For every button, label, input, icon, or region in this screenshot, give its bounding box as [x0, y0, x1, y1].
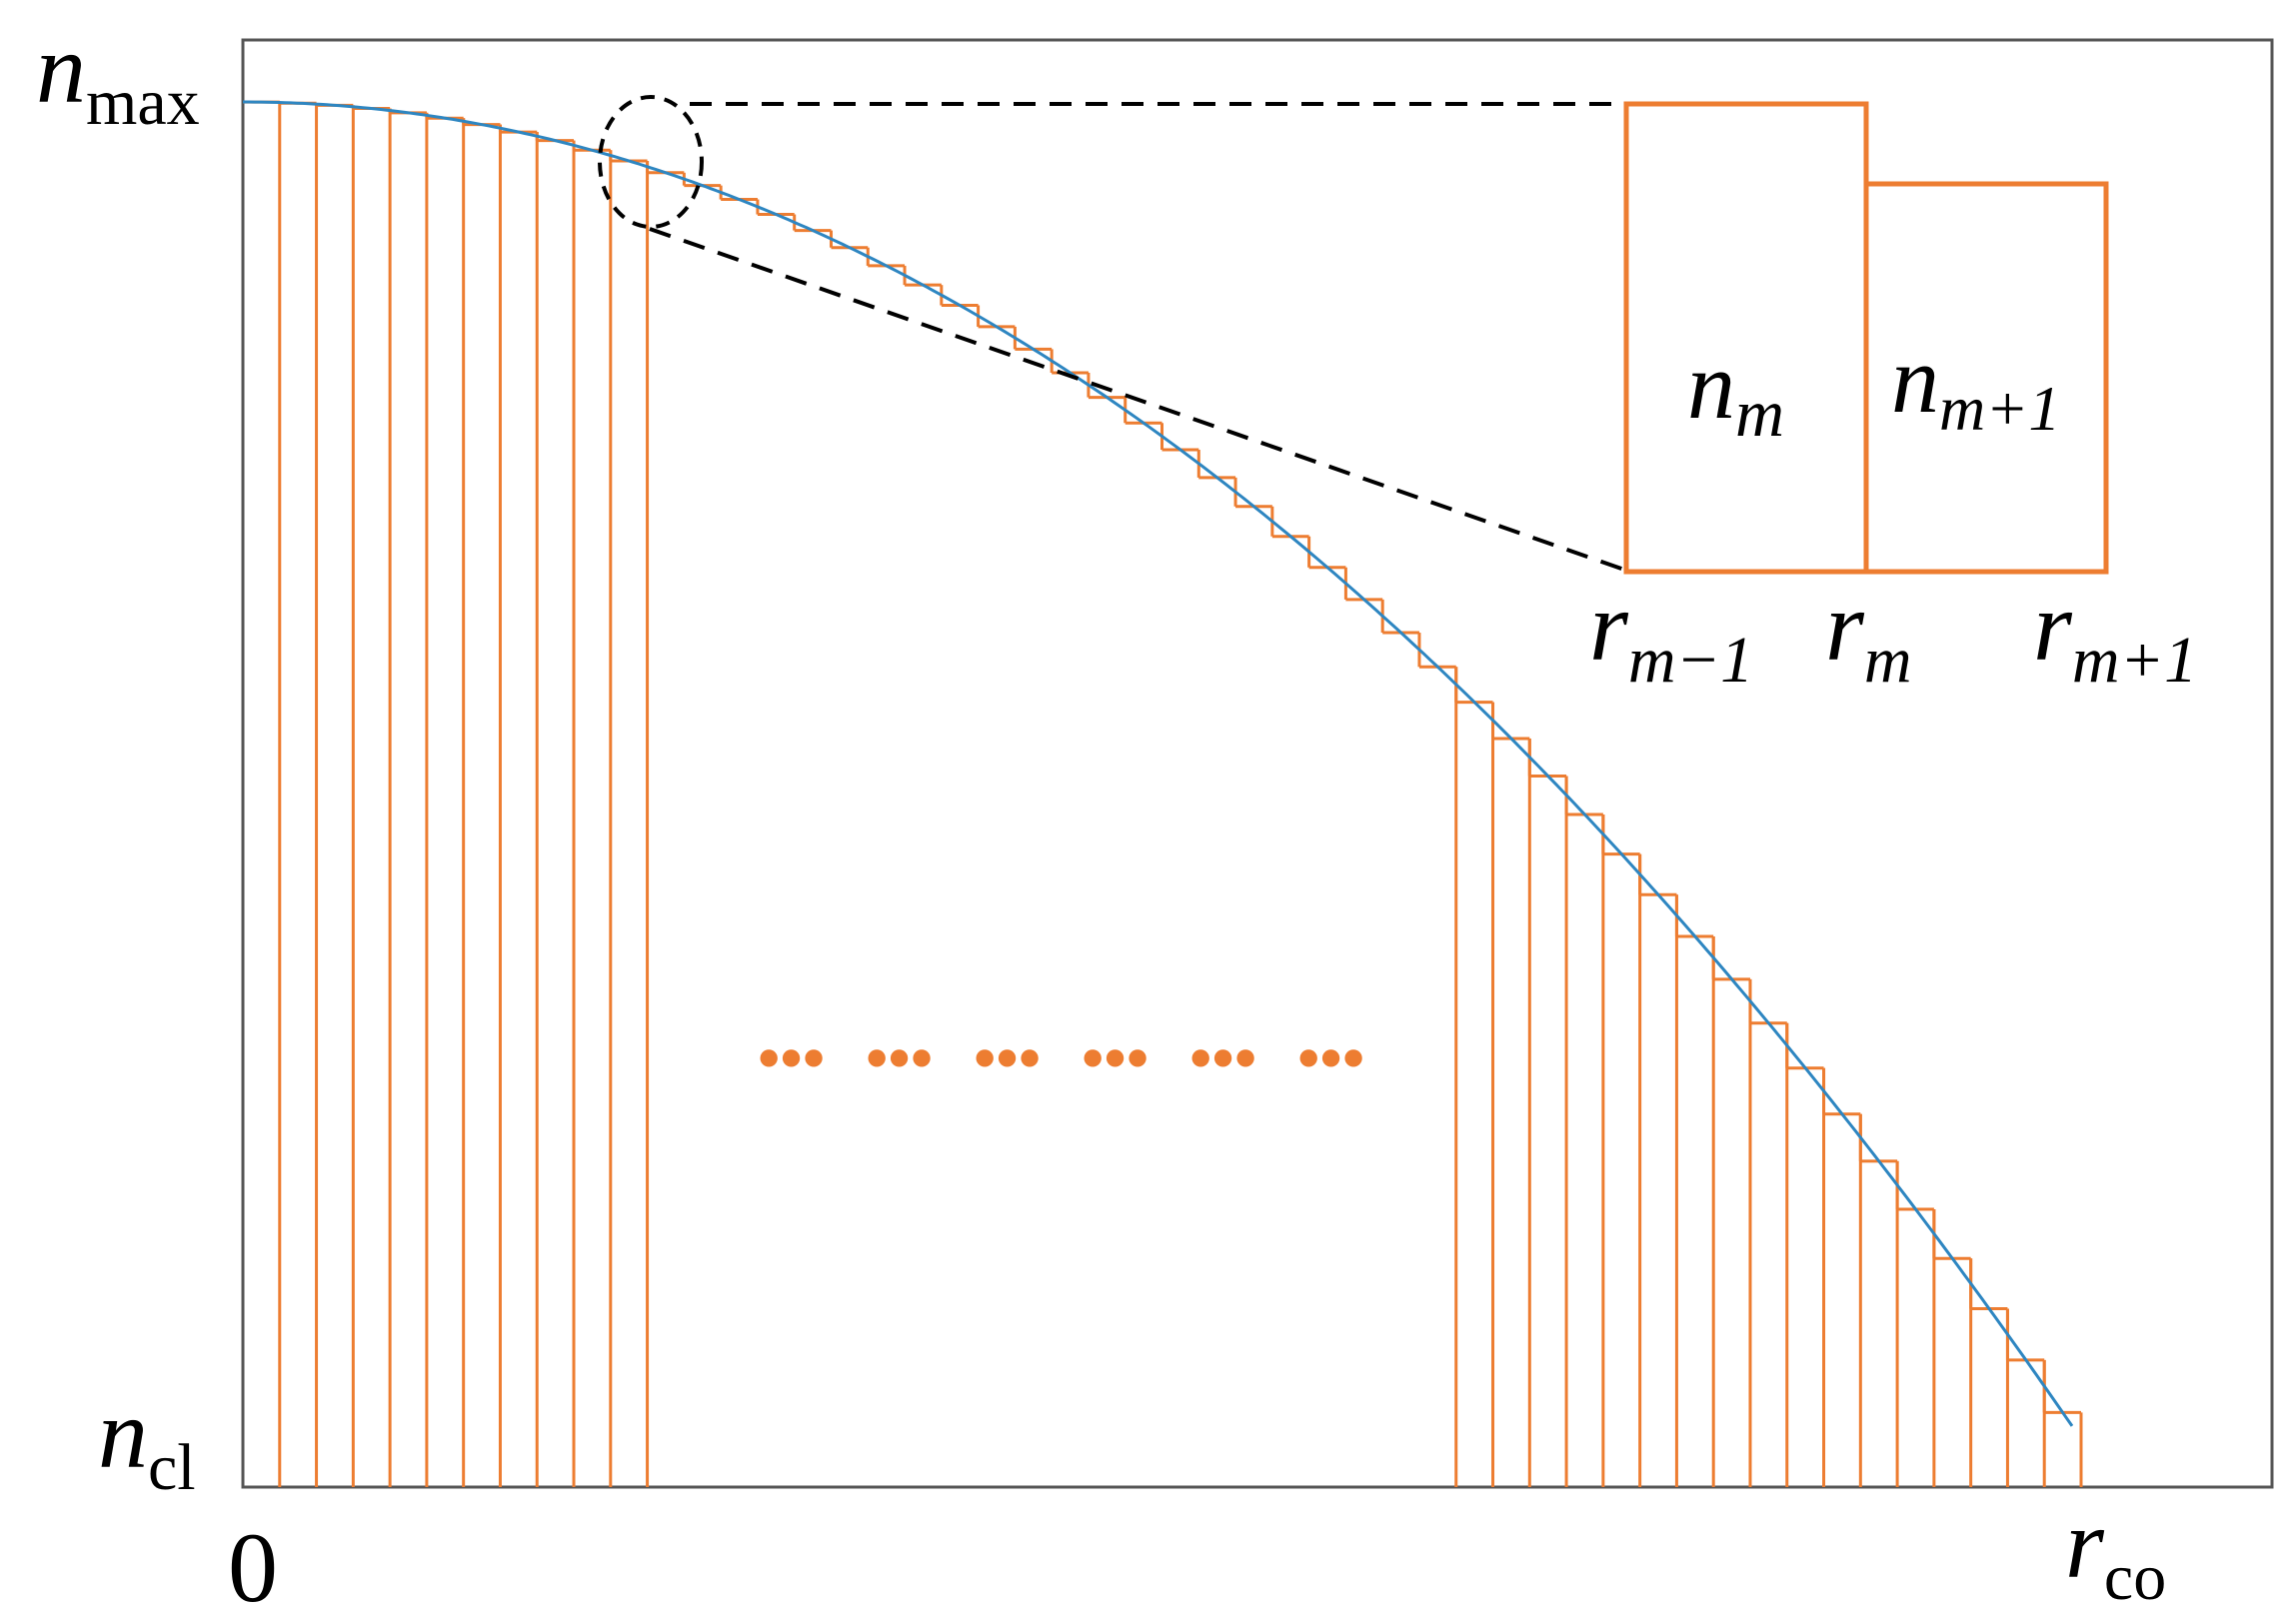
label-r-m-minus-1: rm−1	[1589, 571, 1753, 697]
label-r-m-plus-1: rm+1	[2033, 571, 2197, 697]
magnify-ellipse	[598, 95, 704, 229]
label-n-m-plus-1: nm+1	[1891, 326, 2060, 444]
inset-box-m	[1623, 101, 1869, 575]
ellipsis-group: •••	[1297, 1022, 1364, 1093]
inset-box-m-plus-1	[1863, 181, 2109, 575]
ellipsis-group: •••	[1189, 1022, 1256, 1093]
step-index-layers	[243, 100, 2083, 1487]
label-r-co: rco	[2065, 1488, 2166, 1614]
label-r-m: rm	[1825, 571, 1912, 697]
label-n-m: nm	[1687, 332, 1784, 451]
leader-line-bottom	[649, 227, 1625, 572]
label-n-cl: ncl	[98, 1378, 196, 1504]
ellipsis-row: ••• ••• ••• ••• ••• •••	[758, 1022, 1364, 1093]
parabolic-index-curve	[243, 100, 2074, 1427]
ellipsis-group: •••	[1082, 1022, 1148, 1093]
ellipsis-group: •••	[758, 1022, 825, 1093]
plot-frame	[241, 38, 2274, 1489]
ellipsis-group: •••	[866, 1022, 933, 1093]
ellipsis-group: •••	[974, 1022, 1041, 1093]
label-n-max: nmax	[36, 13, 200, 139]
label-origin-zero: 0	[228, 1512, 278, 1619]
